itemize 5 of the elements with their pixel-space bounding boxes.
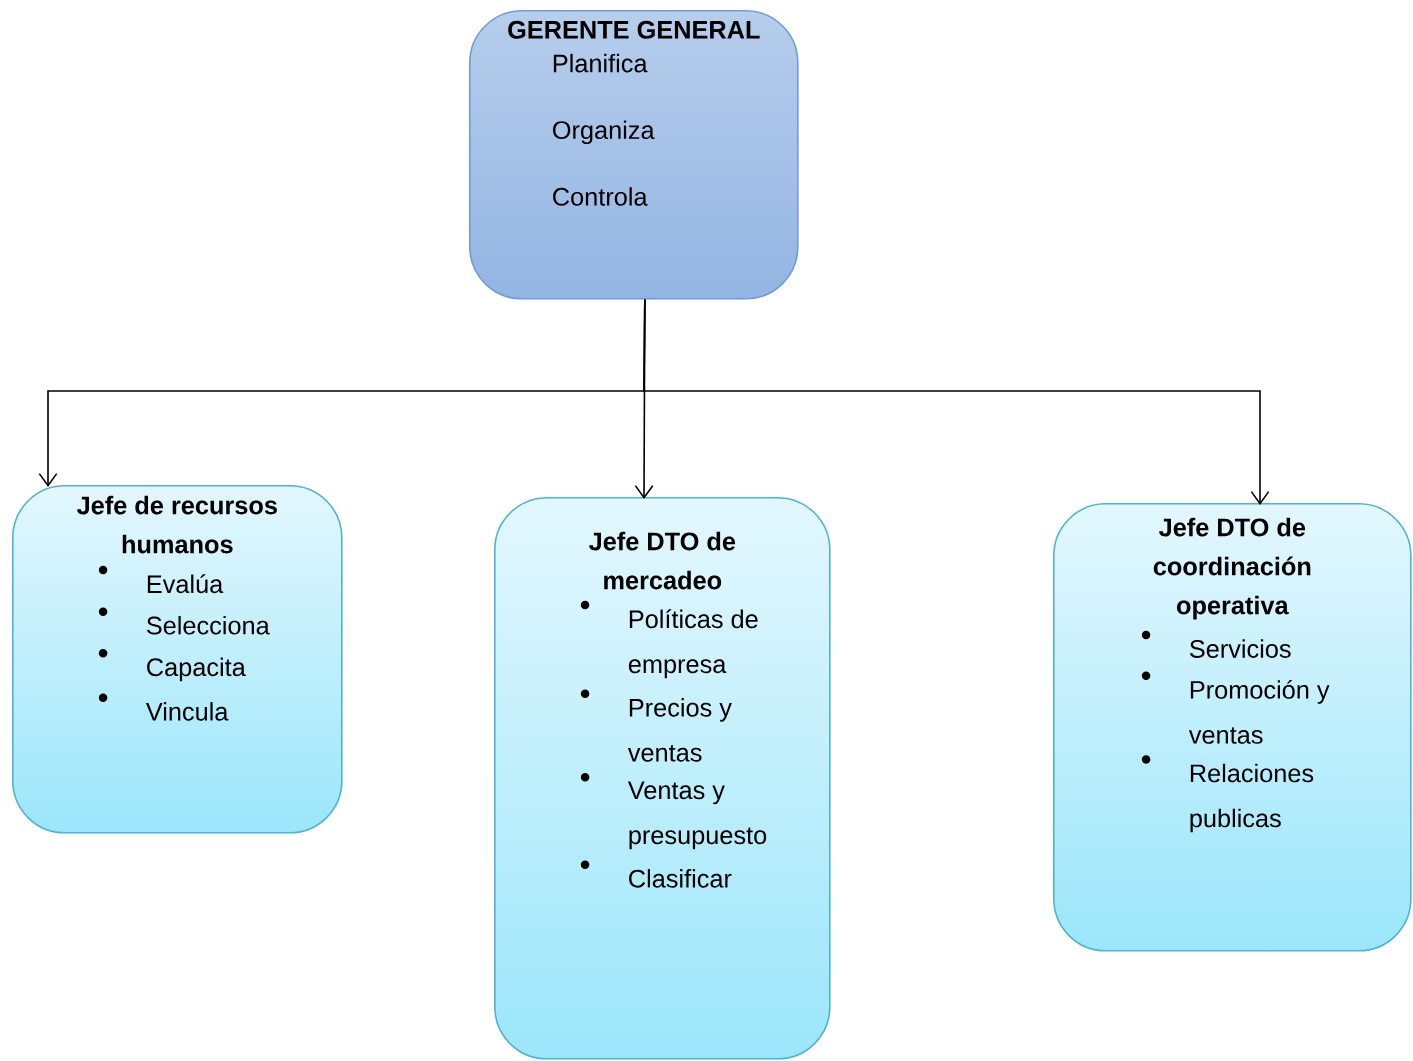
- rounded-box: GERENTE GENERAL Planifica Organiza Controla: [469, 10, 799, 300]
- arrow: [643, 298, 1270, 505]
- rounded-box: Jefe de recursos humanos Evalúa Selecciona Capacita Vincula: [12, 485, 343, 834]
- rounded-box: Jefe DTO de mercadeo Políticas de empresa Precios y ventas Ventas y presupuesto Clasificar: [494, 497, 831, 1060]
- rounded-box: Jefe DTO de coordinación operativa Servicios Promoción y ventas Relaciones publicas: [1053, 503, 1412, 952]
